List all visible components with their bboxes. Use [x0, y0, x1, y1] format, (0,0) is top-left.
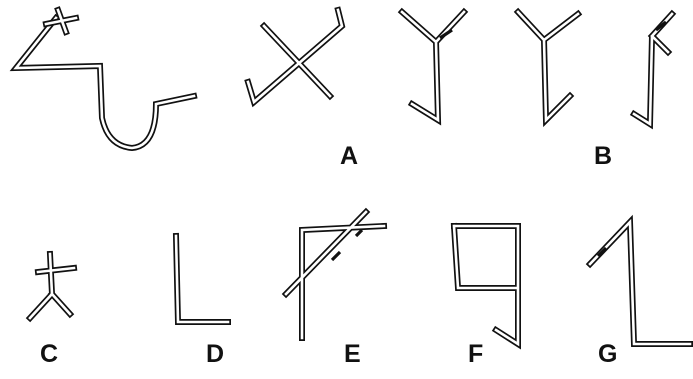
glyph-g [590, 222, 690, 344]
glyph-d [176, 236, 228, 322]
glyph-c [30, 254, 74, 318]
glyph-e [286, 212, 384, 338]
glyph-b-zigzag [634, 14, 672, 124]
glyph-a-x-hook [248, 10, 342, 102]
label-c: C [40, 342, 58, 367]
glyph-b-y-hook [518, 12, 578, 120]
label-e: E [344, 342, 361, 367]
label-b: B [594, 144, 612, 169]
glyph-f [454, 226, 518, 344]
label-f: F [468, 342, 483, 367]
label-d: D [206, 342, 224, 367]
label-a: A [340, 144, 358, 169]
label-g: G [598, 342, 617, 367]
glyph-unlabeled-1 [16, 10, 194, 148]
glyph-a-y-hook [402, 12, 464, 120]
